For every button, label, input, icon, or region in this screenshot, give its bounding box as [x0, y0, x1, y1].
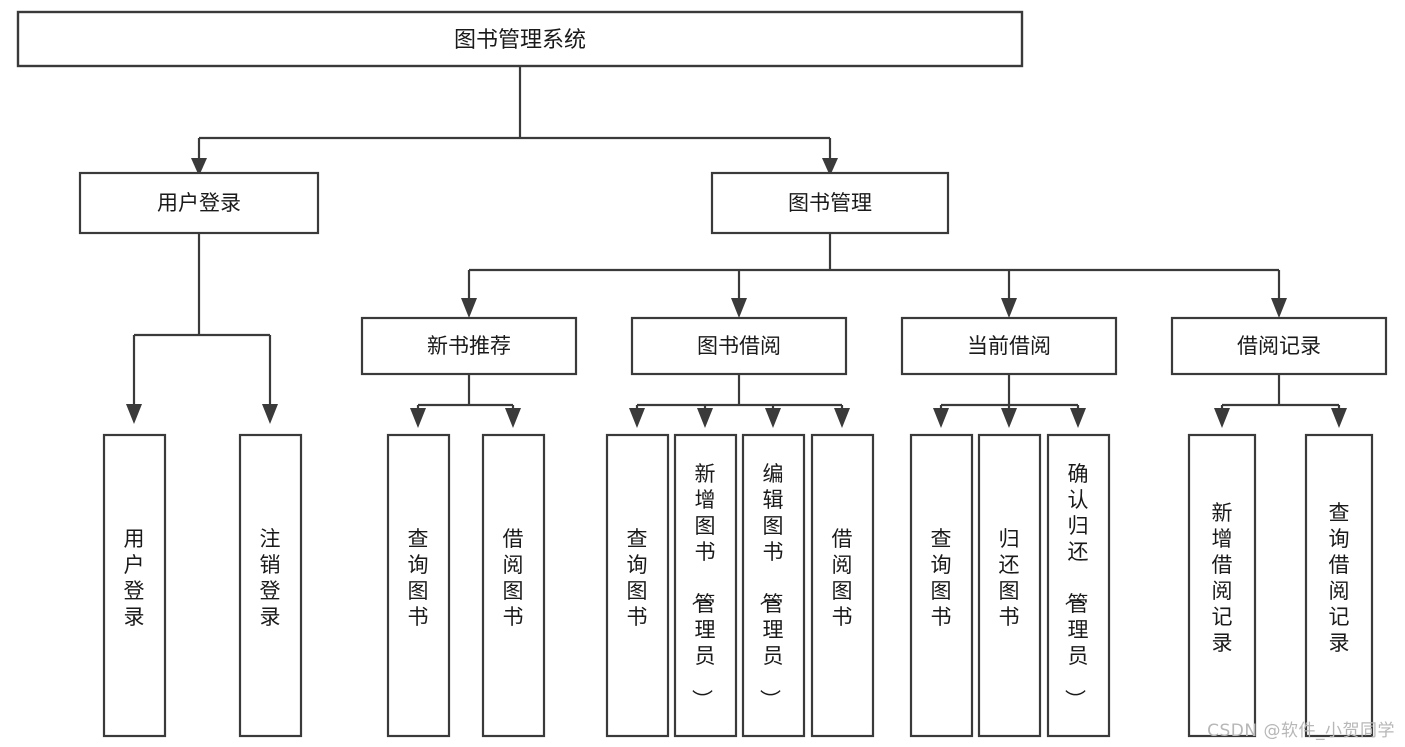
leaf-recommend-query-book-box[interactable] [386, 433, 451, 738]
node-book-borrow-box[interactable] [630, 316, 848, 376]
leaf-recommend-query-book-label: 查询图书 [408, 527, 429, 629]
leaf-logout[interactable]: 注销登录 [238, 433, 303, 738]
leaf-current-confirm-return-label: 确认归还（管理员） [1063, 462, 1089, 710]
node-new-book-recommend-box[interactable] [360, 316, 578, 376]
leaf-borrow-edit-book-box[interactable] [741, 433, 806, 738]
node-current-borrow[interactable]: 当前借阅 [900, 316, 1118, 376]
node-book-borrow-label: 图书借阅 [697, 334, 781, 358]
leaf-borrow-query-book-label: 查询图书 [627, 527, 648, 629]
arrow-to-leaf-record-query [1331, 408, 1347, 428]
leaf-record-add-label: 新增借阅记录 [1212, 501, 1233, 655]
leaf-borrow-edit-book-label: 编辑图书（管理员） [758, 462, 784, 710]
arrow-to-leaf-recommend-query [410, 408, 426, 428]
leaf-current-return-book[interactable]: 归还图书 [977, 433, 1042, 738]
arrow-to-leaf-current-query [933, 408, 949, 428]
node-root-label: 图书管理系统 [454, 28, 586, 53]
arrow-to-leaf-borrow-query [629, 408, 645, 428]
arrow-to-leaf-borrow-lend [834, 408, 850, 428]
node-new-book-recommend-label: 新书推荐 [427, 334, 511, 358]
node-book-borrow[interactable]: 图书借阅 [630, 316, 848, 376]
node-user-login-label: 用户登录 [157, 191, 241, 215]
leaf-borrow-lend-book-label: 借阅图书 [832, 527, 853, 629]
leaf-user-login-box[interactable] [102, 433, 167, 738]
node-root-box[interactable] [16, 10, 1024, 68]
leaf-borrow-lend-book-box[interactable] [810, 433, 875, 738]
node-user-login-box[interactable] [78, 171, 320, 235]
node-current-borrow-box[interactable] [900, 316, 1118, 376]
node-root[interactable]: 图书管理系统 [16, 10, 1024, 68]
node-current-borrow-label: 当前借阅 [967, 334, 1051, 358]
node-book-management-box[interactable] [710, 171, 950, 235]
leaf-current-confirm-return-box[interactable] [1046, 433, 1111, 738]
leaf-borrow-lend-book[interactable]: 借阅图书 [810, 433, 875, 738]
leaf-borrow-add-book-box[interactable] [673, 433, 738, 738]
leaf-record-query-label: 查询借阅记录 [1329, 501, 1350, 655]
arrow-to-leaf-current-return [1001, 408, 1017, 428]
node-new-book-recommend[interactable]: 新书推荐 [360, 316, 578, 376]
node-book-management-label: 图书管理 [788, 191, 872, 215]
arrow-to-leaf-current-confirm [1070, 408, 1086, 428]
arrow-to-user-login [191, 158, 207, 176]
node-book-management[interactable]: 图书管理 [710, 171, 950, 235]
leaf-user-login[interactable]: 用户登录 [102, 433, 167, 738]
arrow-to-leaf-user-login [126, 404, 142, 424]
leaf-record-query[interactable]: 查询借阅记录 [1304, 433, 1374, 738]
leaf-borrow-edit-book[interactable]: 编辑图书（管理员） [741, 433, 806, 738]
arrow-to-book-management [822, 158, 838, 176]
node-user-login[interactable]: 用户登录 [78, 171, 320, 235]
leaf-borrow-query-book-box[interactable] [605, 433, 670, 738]
leaf-borrow-add-book[interactable]: 新增图书（管理员） [673, 433, 738, 738]
arrow-to-new-book-recommend [461, 298, 477, 318]
arrow-to-leaf-logout [262, 404, 278, 424]
node-borrow-record-box[interactable] [1170, 316, 1388, 376]
arrow-to-leaf-record-add [1214, 408, 1230, 428]
arrow-to-borrow-record [1271, 298, 1287, 318]
node-borrow-record[interactable]: 借阅记录 [1170, 316, 1388, 376]
leaf-borrow-query-book[interactable]: 查询图书 [605, 433, 670, 738]
leaf-recommend-query-book[interactable]: 查询图书 [386, 433, 451, 738]
arrow-to-book-borrow [731, 298, 747, 318]
leaf-current-query-book-box[interactable] [909, 433, 974, 738]
connector-group [126, 66, 1347, 428]
leaf-record-add-box[interactable] [1187, 433, 1257, 738]
leaf-borrow-add-book-label: 新增图书（管理员） [690, 462, 716, 710]
arrow-to-leaf-borrow-add [697, 408, 713, 428]
leaf-recommend-borrow-book[interactable]: 借阅图书 [481, 433, 546, 738]
leaf-logout-label: 注销登录 [260, 527, 281, 629]
leaf-record-add[interactable]: 新增借阅记录 [1187, 433, 1257, 738]
node-borrow-record-label: 借阅记录 [1237, 334, 1321, 358]
leaf-user-login-label: 用户登录 [124, 527, 145, 629]
leaf-current-return-book-box[interactable] [977, 433, 1042, 738]
leaf-recommend-borrow-book-box[interactable] [481, 433, 546, 738]
leaf-record-query-box[interactable] [1304, 433, 1374, 738]
leaf-current-return-book-label: 归还图书 [999, 527, 1020, 629]
leaf-current-query-book-label: 查询图书 [931, 527, 952, 629]
arrow-to-leaf-borrow-edit [765, 408, 781, 428]
leaf-logout-box[interactable] [238, 433, 303, 738]
leaf-current-confirm-return[interactable]: 确认归还（管理员） [1046, 433, 1111, 738]
leaf-recommend-borrow-book-label: 借阅图书 [503, 527, 524, 629]
arrow-to-current-borrow [1001, 298, 1017, 318]
leaf-current-query-book[interactable]: 查询图书 [909, 433, 974, 738]
arrow-to-leaf-recommend-borrow [505, 408, 521, 428]
